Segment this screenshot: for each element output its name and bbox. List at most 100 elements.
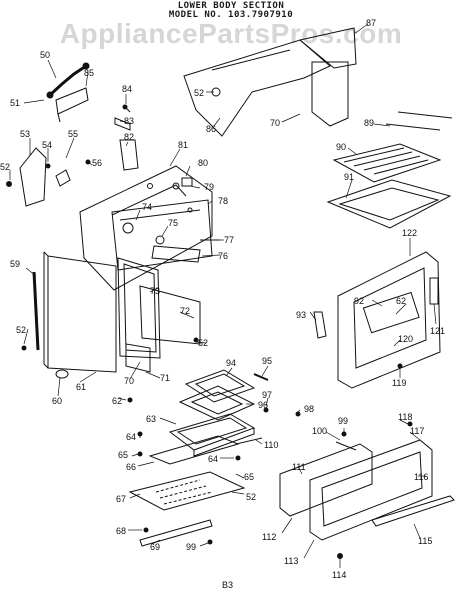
callout-83: 83 [124,116,134,126]
callout-116: 116 [414,472,428,482]
callout-65-a: 65 [118,450,128,460]
callout-90: 90 [336,142,346,152]
part-50-wire-harness [46,62,90,99]
part-62-screw-b [127,397,133,403]
part-96-burner [178,385,256,421]
callout-70-a: 70 [270,118,280,128]
callout-76: 76 [218,251,228,261]
callout-74: 74 [142,202,152,212]
part-81-back-panel [79,165,213,291]
callout-99-a: 99 [338,416,348,426]
callout-59: 59 [10,259,20,269]
callout-66: 66 [126,462,136,472]
part-91-broiler-pan [326,179,452,229]
callout-79: 79 [204,182,214,192]
callout-77: 77 [224,235,234,245]
callout-95: 95 [262,356,272,366]
part-68-99-screws [143,527,213,545]
part-70-backsplash [311,61,349,127]
part-87-top-panel [298,27,357,69]
callout-114: 114 [332,570,346,580]
callout-68: 68 [116,526,126,536]
diagram-title: LOWER BODY SECTION [177,1,285,11]
part-52-screw-b [21,345,27,351]
callout-98: 98 [304,404,314,414]
part-82-support [119,139,139,171]
callout-84: 84 [122,84,132,94]
callout-86: 86 [206,124,216,134]
callout-73: 73 [150,286,160,296]
part-63-burner-tube [168,413,256,457]
part-86-cooktop [183,39,331,137]
callout-63: 63 [146,414,156,424]
callout-75: 75 [168,218,178,228]
part-61-side-panel [43,251,117,373]
part-54-55-56-fasteners [45,159,91,187]
callout-52-e: 52 [246,492,256,502]
part-66-shield [148,435,240,465]
part-69-toe-rail [139,519,213,547]
callout-110: 110 [264,440,278,450]
callout-65-b: 65 [244,472,254,482]
callout-91: 91 [344,172,354,182]
part-72-insulation [139,285,201,345]
part-73-inner-panel [117,257,161,359]
callout-54: 54 [42,140,52,150]
part-94-burner-box [184,369,256,403]
callout-64-b: 64 [208,454,218,464]
callout-50: 50 [40,50,50,60]
callout-122: 122 [402,228,417,238]
callout-97: 97 [262,390,272,400]
callout-52-d: 52 [194,88,204,98]
part-52-screw-a [6,181,12,187]
callout-113: 113 [284,556,298,566]
part-71-bracket [125,343,151,373]
callout-62-a: 62 [396,296,406,306]
callout-70-b: 70 [124,376,134,386]
callout-119: 119 [392,378,406,388]
part-59-rod [32,271,40,351]
callout-52-a: 52 [0,162,10,172]
callout-52-b: 52 [16,325,26,335]
callout-80: 80 [198,158,208,168]
part-76-mount [151,245,201,263]
part-95-electrode [253,373,269,381]
callout-117: 117 [410,426,424,436]
part-115-drawer-rail [371,495,455,527]
leader-lines [9,23,437,568]
part-60-foot [55,369,69,379]
callout-71: 71 [160,373,170,383]
part-110-bracket [235,437,263,445]
callout-78: 78 [218,196,228,206]
callout-121: 121 [430,326,445,336]
callout-52-c: 52 [198,338,208,348]
callout-67: 67 [116,494,126,504]
part-114-screw [337,553,343,559]
callout-112: 112 [262,532,276,542]
part-111-drawer-front [279,443,373,517]
callout-111: 111 [292,462,306,472]
footer-code: B3 [222,580,233,590]
callout-72: 72 [180,306,190,316]
part-116-drawer-glass [309,439,433,541]
callout-100: 100 [312,426,327,436]
part-67-bottom-panel [128,471,246,511]
callout-99-b: 99 [186,542,196,552]
callout-53: 53 [20,129,30,139]
callout-120: 120 [398,334,413,344]
callout-93: 93 [296,310,306,320]
part-64-65-fasteners [137,431,241,461]
callout-118: 118 [398,412,412,422]
callout-labels: 50 85 51 84 83 53 54 55 56 52 82 81 80 7… [0,18,445,590]
callout-81: 81 [178,140,188,150]
callout-61: 61 [76,382,86,392]
callout-96: 96 [258,400,268,410]
callout-69: 69 [150,542,160,552]
callout-115: 115 [418,536,432,546]
part-53-side-bracket [19,147,47,207]
callout-82: 82 [124,132,134,142]
callout-62-b: 62 [112,396,122,406]
part-100-118-117-clips [335,421,413,451]
